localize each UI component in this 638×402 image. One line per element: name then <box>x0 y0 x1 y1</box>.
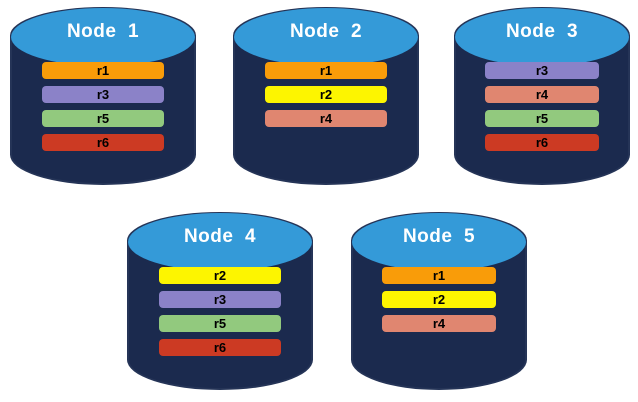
node-title: Node 5 <box>402 226 476 247</box>
record-list: r3 r4 r5 r6 <box>454 62 630 158</box>
record-list: r2 r3 r5 r6 <box>127 267 313 363</box>
record-bar-r4[interactable]: r4 <box>485 86 599 103</box>
database-node-2[interactable]: Node 2 r1 r2 r4 <box>233 7 419 185</box>
database-node-1[interactable]: Node 1 r1 r3 r5 r6 <box>10 7 196 185</box>
database-node-4[interactable]: Node 4 r2 r3 r5 r6 <box>127 212 313 390</box>
cylinder-top-icon <box>128 213 312 271</box>
record-bar-r2[interactable]: r2 <box>265 86 387 103</box>
record-bar-r4[interactable]: r4 <box>382 315 496 332</box>
record-bar-r2[interactable]: r2 <box>159 267 281 284</box>
cylinder-top-icon <box>455 8 629 66</box>
cylinder-top-icon <box>11 8 195 66</box>
record-bar-r2[interactable]: r2 <box>382 291 496 308</box>
record-bar-r3[interactable]: r3 <box>159 291 281 308</box>
cylinder-top-icon <box>234 8 418 66</box>
record-bar-r1[interactable]: r1 <box>265 62 387 79</box>
record-bar-r6[interactable]: r6 <box>485 134 599 151</box>
database-node-3[interactable]: Node 3 r3 r4 r5 r6 <box>454 7 630 185</box>
record-list: r1 r2 r4 <box>351 267 527 339</box>
record-bar-r6[interactable]: r6 <box>159 339 281 356</box>
record-list: r1 r3 r5 r6 <box>10 62 196 158</box>
record-bar-r5[interactable]: r5 <box>485 110 599 127</box>
cylinder-top-icon <box>352 213 526 271</box>
node-title: Node 4 <box>183 226 257 247</box>
node-title: Node 1 <box>66 21 140 42</box>
node-title: Node 2 <box>289 21 363 42</box>
node-title: Node 3 <box>505 21 579 42</box>
record-bar-r6[interactable]: r6 <box>42 134 164 151</box>
record-bar-r3[interactable]: r3 <box>485 62 599 79</box>
record-bar-r5[interactable]: r5 <box>42 110 164 127</box>
record-bar-r1[interactable]: r1 <box>382 267 496 284</box>
record-bar-r1[interactable]: r1 <box>42 62 164 79</box>
record-bar-r5[interactable]: r5 <box>159 315 281 332</box>
record-list: r1 r2 r4 <box>233 62 419 134</box>
record-bar-r3[interactable]: r3 <box>42 86 164 103</box>
record-bar-r4[interactable]: r4 <box>265 110 387 127</box>
database-node-5[interactable]: Node 5 r1 r2 r4 <box>351 212 527 390</box>
